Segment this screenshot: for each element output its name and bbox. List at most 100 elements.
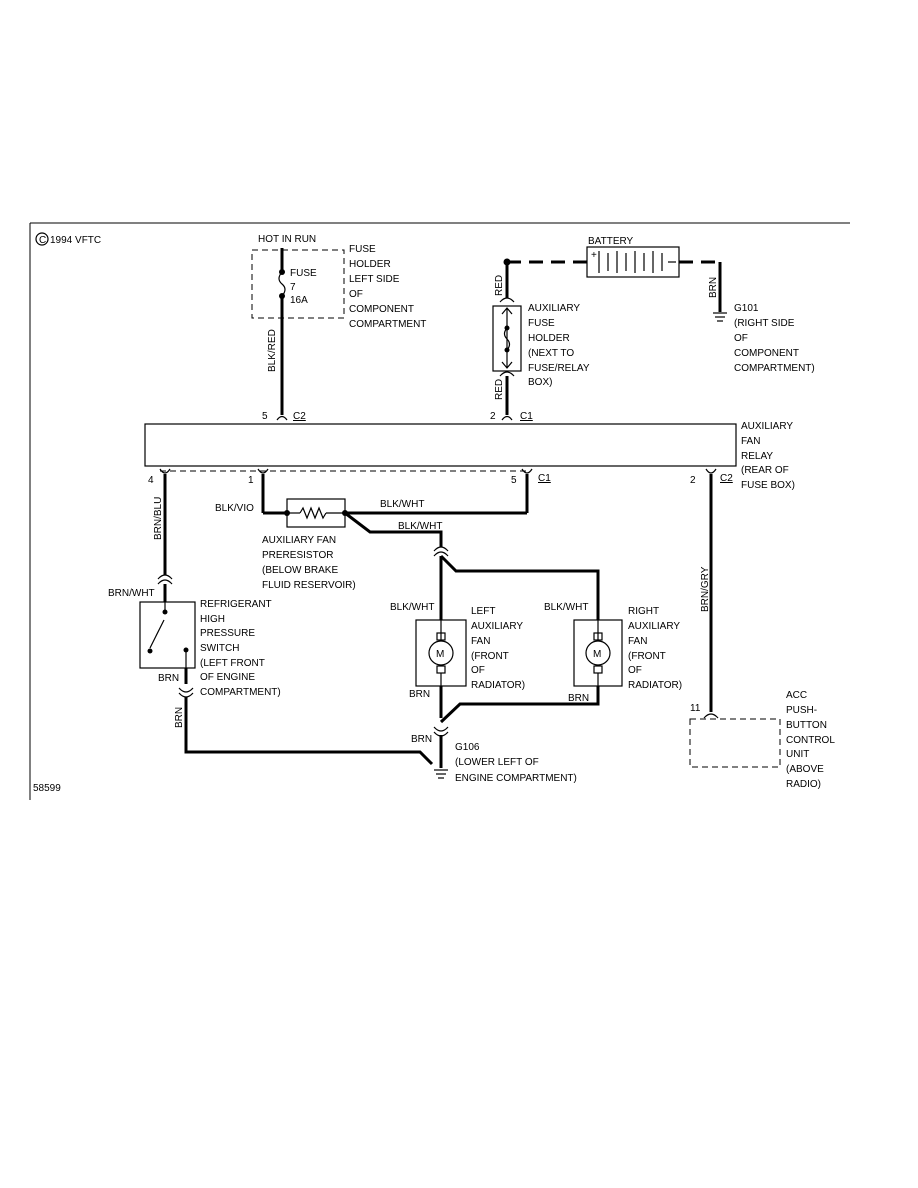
copyright-text: 1994 VFTC bbox=[50, 235, 101, 246]
svg-text:C: C bbox=[39, 235, 46, 246]
svg-text:FUSE: FUSE bbox=[528, 318, 555, 329]
wire-label-blk-vio: BLK/VIO bbox=[215, 503, 254, 514]
svg-text:HOLDER: HOLDER bbox=[528, 333, 570, 344]
svg-text:(ABOVE: (ABOVE bbox=[786, 764, 824, 775]
acc-unit-dashed-box bbox=[689, 718, 781, 768]
wire-label-brn-gry: BRN/GRY bbox=[700, 566, 711, 612]
svg-text:RADIATOR): RADIATOR) bbox=[471, 680, 525, 691]
aux-fan-relay: AUXILIARY FAN RELAY (REAR OF FUSE BOX) 4… bbox=[144, 421, 795, 491]
svg-text:BOX): BOX) bbox=[528, 377, 552, 388]
acc-control-unit: BRN/GRY 11 ACC PUSH- BUTTON CONTROL UNIT… bbox=[689, 474, 835, 790]
svg-text:SWITCH: SWITCH bbox=[200, 643, 239, 654]
wire-label-brn-switch-out: BRN bbox=[158, 673, 179, 684]
svg-text:RADIO): RADIO) bbox=[786, 779, 821, 790]
acc-pin-11: 11 bbox=[690, 703, 701, 714]
svg-text:REFRIGERANT: REFRIGERANT bbox=[200, 599, 272, 610]
svg-text:FAN: FAN bbox=[628, 636, 647, 647]
svg-text:COMPONENT: COMPONENT bbox=[349, 304, 414, 315]
wire-label-right-fan-out: BRN bbox=[568, 693, 589, 704]
svg-text:COMPARTMENT): COMPARTMENT) bbox=[734, 363, 815, 374]
wire-label-brn-wht: BRN/WHT bbox=[108, 588, 155, 599]
preresistor-label: AUXILIARY FAN PRERESISTOR (BELOW BRAKE F… bbox=[262, 535, 356, 591]
svg-text:AUXILIARY: AUXILIARY bbox=[528, 303, 580, 314]
svg-text:7: 7 bbox=[290, 282, 296, 293]
relay-pin-1: 1 bbox=[248, 475, 254, 486]
svg-text:FUSE: FUSE bbox=[349, 244, 376, 255]
svg-text:(BELOW BRAKE: (BELOW BRAKE bbox=[262, 565, 338, 576]
relay-label: AUXILIARY FAN RELAY (REAR OF FUSE BOX) bbox=[741, 421, 795, 491]
svg-text:OF: OF bbox=[734, 333, 748, 344]
ground-g101-label: G101 (RIGHT SIDE OF COMPONENT COMPARTMEN… bbox=[734, 303, 815, 374]
left-fan-label: LEFT AUXILIARY FAN (FRONT OF RADIATOR) bbox=[471, 606, 525, 691]
svg-text:C1: C1 bbox=[520, 411, 533, 422]
svg-text:HOLDER: HOLDER bbox=[349, 259, 391, 270]
svg-text:OF: OF bbox=[628, 665, 642, 676]
svg-text:ENGINE COMPARTMENT): ENGINE COMPARTMENT) bbox=[455, 773, 577, 784]
left-fan-motor-icon bbox=[428, 640, 454, 666]
svg-text:UNIT: UNIT bbox=[786, 749, 809, 760]
svg-text:C1: C1 bbox=[538, 473, 551, 484]
copyright-mark: C 1994 VFTC bbox=[35, 232, 101, 246]
svg-text:5: 5 bbox=[262, 411, 268, 422]
svg-text:RIGHT: RIGHT bbox=[628, 606, 659, 617]
svg-text:ACC: ACC bbox=[786, 690, 807, 701]
svg-text:OF: OF bbox=[349, 289, 363, 300]
svg-text:LEFT SIDE: LEFT SIDE bbox=[349, 274, 400, 285]
wire-label-blk-wht-relay: BLK/WHT bbox=[380, 499, 424, 510]
svg-text:RADIATOR): RADIATOR) bbox=[628, 680, 682, 691]
fuse-holder-dashed-box bbox=[251, 249, 345, 319]
battery-box bbox=[586, 246, 680, 278]
svg-text:PRERESISTOR: PRERESISTOR bbox=[262, 550, 334, 561]
svg-text:OF ENGINE: OF ENGINE bbox=[200, 672, 255, 683]
wire-label-brn-battery: BRN bbox=[708, 277, 719, 298]
aux-fuse-box bbox=[492, 305, 522, 372]
svg-text:2: 2 bbox=[490, 411, 496, 422]
fuse-symbol bbox=[278, 271, 286, 297]
right-fan-label: RIGHT AUXILIARY FAN (FRONT OF RADIATOR) bbox=[628, 606, 682, 691]
svg-text:CONTROL: CONTROL bbox=[786, 735, 835, 746]
svg-text:HIGH: HIGH bbox=[200, 614, 225, 625]
svg-text:LEFT: LEFT bbox=[471, 606, 495, 617]
acc-unit-label: ACC PUSH- BUTTON CONTROL UNIT (ABOVE RAD… bbox=[786, 690, 835, 790]
svg-text:OF: OF bbox=[471, 665, 485, 676]
wire-label-left-fan-in: BLK/WHT bbox=[390, 602, 434, 613]
right-fan-motor-icon bbox=[585, 640, 611, 666]
svg-text:AUXILIARY FAN: AUXILIARY FAN bbox=[262, 535, 336, 546]
svg-text:C2: C2 bbox=[293, 411, 306, 422]
svg-text:PUSH-: PUSH- bbox=[786, 705, 817, 716]
svg-text:+: + bbox=[591, 250, 597, 261]
svg-text:FLUID RESERVOIR): FLUID RESERVOIR) bbox=[262, 580, 356, 591]
hot-in-run-label: HOT IN RUN bbox=[258, 234, 316, 245]
svg-text:COMPONENT: COMPONENT bbox=[734, 348, 799, 359]
svg-text:(FRONT: (FRONT bbox=[628, 651, 666, 662]
wire-label-red-top: RED bbox=[494, 275, 505, 296]
wire-label-g106: BRN bbox=[411, 734, 432, 745]
svg-text:(LOWER LEFT OF: (LOWER LEFT OF bbox=[455, 757, 539, 768]
wire-label-right-fan-in: BLK/WHT bbox=[544, 602, 588, 613]
svg-text:FUSE BOX): FUSE BOX) bbox=[741, 480, 795, 491]
svg-text:RELAY: RELAY bbox=[741, 451, 773, 462]
svg-text:COMPARTMENT): COMPARTMENT) bbox=[200, 687, 281, 698]
svg-text:C2: C2 bbox=[720, 473, 733, 484]
left-aux-fan: BLK/WHT M BRN LEFT AUXILIARY FAN (FRONT … bbox=[390, 602, 525, 718]
svg-text:G101: G101 bbox=[734, 303, 759, 314]
wire-label-brn-blu: BRN/BLU bbox=[153, 497, 164, 540]
svg-text:(REAR OF: (REAR OF bbox=[741, 465, 789, 476]
svg-text:(NEXT TO: (NEXT TO bbox=[528, 348, 574, 359]
battery: BATTERY + BRN G101 (RIGHT SIDE OF COMPON… bbox=[503, 236, 815, 374]
refrigerant-pressure-switch: BRN/BLU BRN/WHT BRN BRN REFRIGERANT HIGH… bbox=[108, 474, 434, 766]
svg-text:G106: G106 bbox=[455, 742, 480, 753]
svg-text:AUXILIARY: AUXILIARY bbox=[628, 621, 680, 632]
relay-pin-4: 4 bbox=[148, 475, 154, 486]
fuse-holder: HOT IN RUN FUSE 7 16A FUSE HOLDER LEFT S… bbox=[251, 234, 426, 422]
aux-fuse-holder-label: AUXILIARY FUSE HOLDER (NEXT TO FUSE/RELA… bbox=[528, 303, 590, 388]
svg-text:BUTTON: BUTTON bbox=[786, 720, 827, 731]
fuse-holder-location: FUSE HOLDER LEFT SIDE OF COMPONENT COMPA… bbox=[349, 244, 426, 330]
svg-text:FUSE: FUSE bbox=[290, 268, 317, 279]
svg-text:FUSE/RELAY: FUSE/RELAY bbox=[528, 363, 590, 374]
wire-label-blk-red: BLK/RED bbox=[267, 329, 278, 372]
svg-text:FAN: FAN bbox=[471, 636, 490, 647]
battery-label: BATTERY bbox=[588, 236, 634, 247]
wire-label-red-bottom: RED bbox=[494, 379, 505, 400]
